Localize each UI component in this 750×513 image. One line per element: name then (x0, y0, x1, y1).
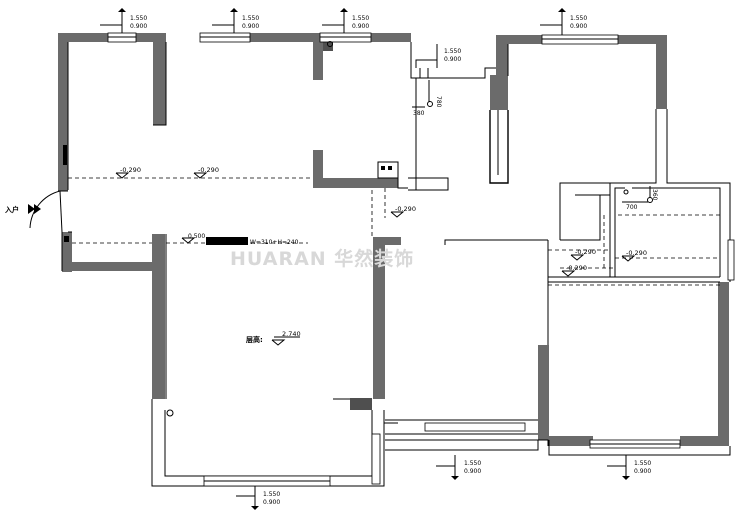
sill-top-label: 1.550 (242, 15, 259, 22)
fixtures (166, 41, 653, 417)
level-label: -0.290 (395, 205, 416, 213)
sill-marker-6: 1.550 0.900 (436, 455, 481, 480)
sill-top-label: 1.550 (570, 15, 587, 22)
sill-bottom-label: 0.900 (444, 56, 461, 63)
height-label: 层高: (245, 335, 263, 344)
level-label: -0.290 (626, 249, 647, 257)
level-labels: -0.290 -0.290 -0.290 -0.290 -0.290 -0.29… (115, 166, 647, 277)
windows (107, 32, 735, 487)
sill-marker-8: 1.550 0.900 (236, 486, 280, 510)
sill-marker-7: 1.550 0.900 (607, 455, 651, 480)
beam-level-label: 0.500 (188, 233, 205, 240)
partition-lines (58, 42, 731, 487)
sill-bottom-label: 0.900 (464, 468, 481, 475)
sill-marker-3: 1.550 0.900 (322, 8, 369, 33)
level-label: -0.290 (575, 248, 596, 256)
walls (58, 33, 729, 446)
sill-bottom-label: 0.900 (242, 23, 259, 30)
sill-bottom-label: 0.900 (570, 23, 587, 30)
sill-top-label: 1.550 (634, 460, 651, 467)
sill-top-label: 1.550 (464, 460, 481, 467)
sill-bottom-label: 0.900 (352, 23, 369, 30)
dim-780: 780 (435, 96, 442, 108)
sill-bottom-label: 0.900 (130, 23, 147, 30)
note-label: W=310+H=240 (250, 239, 299, 246)
sill-marker-5: 1.550 0.900 (540, 8, 587, 35)
sill-marker-4: 1.550 0.900 (420, 44, 461, 68)
dimension-labels: 380 780 700 360 (412, 80, 658, 211)
annotations: HUARAN 华然装饰 W=310+H=240 层高: 2.740 入户 (4, 205, 414, 346)
entrance-door (28, 145, 69, 242)
sill-bottom-label: 0.900 (634, 468, 651, 475)
sill-marker-1: 1.550 0.900 (100, 8, 147, 33)
ceiling-height-value: 2.740 (282, 330, 301, 338)
sill-marker-2: 1.550 0.900 (212, 8, 259, 33)
sill-bottom-label: 0.900 (263, 499, 280, 506)
dim-380: 380 (413, 110, 425, 117)
level-label: -0.290 (198, 166, 219, 174)
sill-top-label: 1.550 (352, 15, 369, 22)
level-label: -0.290 (566, 264, 587, 272)
sill-top-label: 1.550 (130, 15, 147, 22)
watermark: HUARAN 华然装饰 (230, 247, 414, 270)
sill-top-label: 1.550 (444, 48, 461, 55)
level-label: -0.290 (120, 166, 141, 174)
sill-markers: 1.550 0.900 1.550 0.900 1.550 0.900 1.55… (100, 8, 651, 510)
entrance-label: 入户 (4, 205, 19, 214)
dim-700: 700 (626, 204, 638, 211)
dim-360: 360 (651, 189, 658, 201)
sill-top-label: 1.550 (263, 491, 280, 498)
